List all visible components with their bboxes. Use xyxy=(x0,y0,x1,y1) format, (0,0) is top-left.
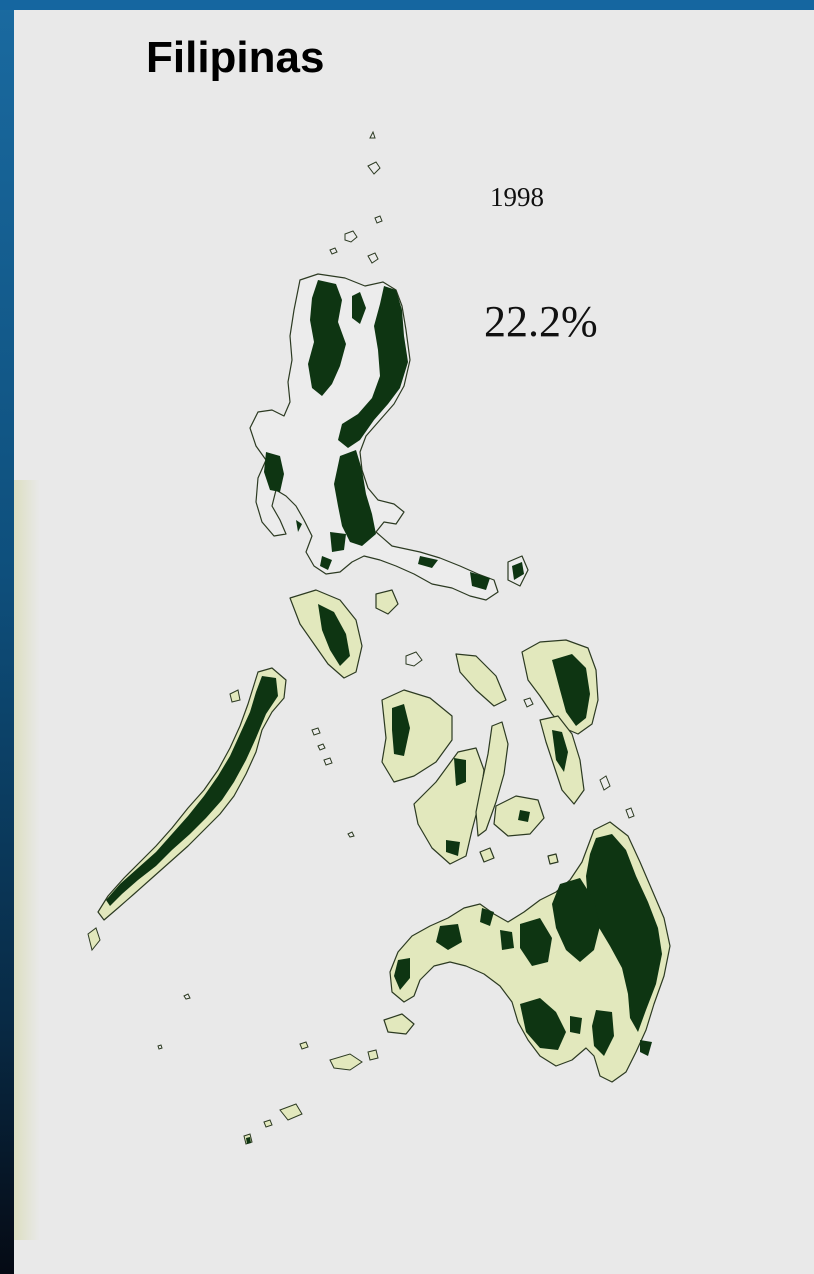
bohol-island xyxy=(493,795,545,837)
slide-canvas xyxy=(14,10,814,1274)
slide-frame-top-bar xyxy=(0,0,814,10)
mindanao-island xyxy=(389,821,671,1083)
panay-island xyxy=(381,689,453,783)
map-year-label: 1998 xyxy=(490,182,544,212)
samar-island xyxy=(521,639,599,735)
sulu-archipelago xyxy=(157,993,415,1145)
scan-edge-shading xyxy=(14,480,40,1240)
marinduque-island xyxy=(375,589,399,615)
map-title: Filipinas xyxy=(146,33,325,82)
siquijor-island xyxy=(479,847,495,863)
forest-cover-percentage: 22.2% xyxy=(484,297,598,346)
luzon-island xyxy=(249,273,499,601)
palawan-island xyxy=(87,667,287,952)
catanduanes-island xyxy=(507,555,529,587)
cebu-island xyxy=(475,721,509,837)
camiguin-island xyxy=(547,853,559,865)
central-islets xyxy=(311,651,635,838)
mindoro-island xyxy=(289,589,363,679)
masbate-island xyxy=(455,653,507,707)
negros-island xyxy=(413,747,485,865)
leyte-island xyxy=(539,715,585,805)
northern-islets xyxy=(329,130,383,264)
